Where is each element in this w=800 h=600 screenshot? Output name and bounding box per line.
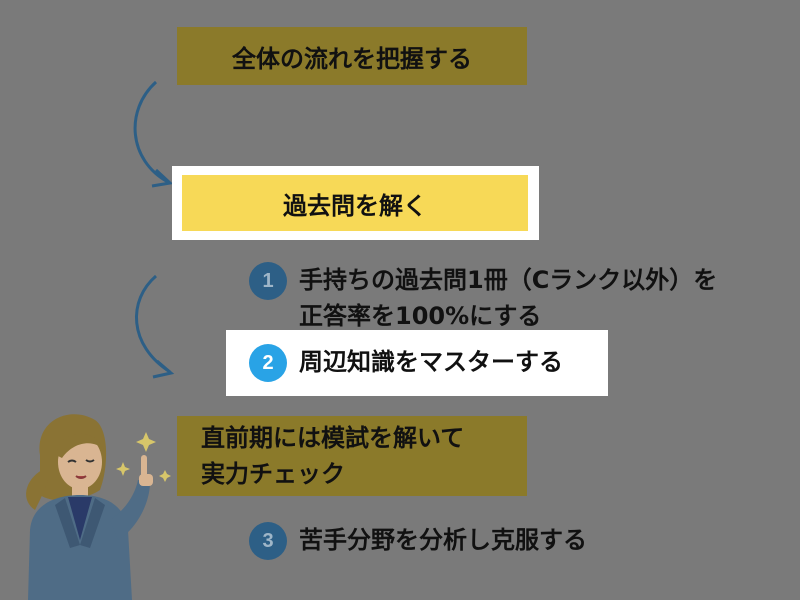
- step-label: 全体の流れを把握する: [232, 44, 472, 73]
- substep-item-3: 3 苦手分野を分析し克服する: [249, 522, 587, 560]
- sparkle-icon: [159, 470, 171, 482]
- substep-text: 周辺知識をマスターする: [299, 344, 563, 380]
- curved-arrow-icon: [133, 80, 174, 188]
- step-box-understand-flow: 全体の流れを把握する: [177, 27, 527, 85]
- businesswoman-illustration-icon: [26, 414, 171, 600]
- step-label: 直前期には模試を解いて: [201, 424, 465, 452]
- step-box-mock-exam: 直前期には模試を解いて 実力チェック: [177, 416, 527, 496]
- step-number-badge: 1: [249, 262, 287, 300]
- substep-text-line: 正答率を100%にする: [299, 302, 542, 330]
- substep-text-line: 手持ちの過去問1冊（Cランク以外）を: [299, 266, 718, 294]
- substep-text: 苦手分野を分析し克服する: [299, 522, 587, 558]
- substep-text: 手持ちの過去問1冊（Cランク以外）を 正答率を100%にする: [299, 262, 717, 334]
- step-label: 実力チェック: [201, 460, 345, 488]
- active-substep-highlight: [226, 330, 608, 396]
- step-number-badge: 2: [249, 344, 287, 382]
- substep-text-line: 周辺知識をマスターする: [299, 348, 563, 376]
- sparkle-icon: [136, 432, 156, 452]
- sparkle-icon: [116, 462, 130, 476]
- substep-text-line: 苦手分野を分析し克服する: [299, 526, 587, 554]
- substep-item-2: 2 周辺知識をマスターする: [249, 344, 563, 382]
- substep-item-1: 1 手持ちの過去問1冊（Cランク以外）を 正答率を100%にする: [249, 262, 717, 334]
- step-box-solve-past-exams: 過去問を解く: [182, 175, 528, 231]
- step-number-badge: 3: [249, 522, 287, 560]
- curved-arrow-icon: [135, 274, 175, 379]
- step-label: 過去問を解く: [283, 191, 427, 220]
